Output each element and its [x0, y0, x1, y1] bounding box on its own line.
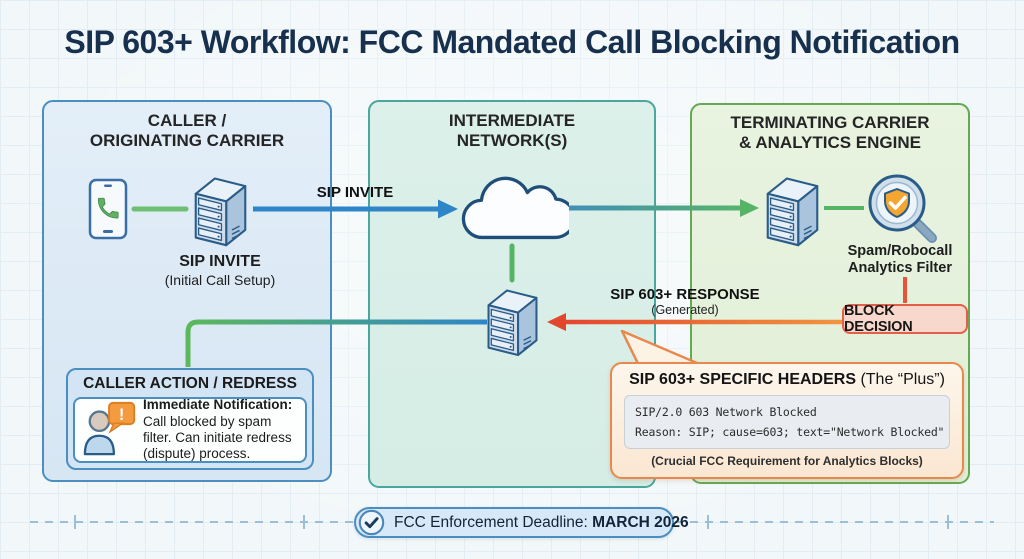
- panel-intermediate-header: INTERMEDIATE NETWORK(S): [448, 111, 576, 151]
- check-circle-icon: [358, 509, 385, 536]
- person-alert-icon: !: [79, 399, 143, 462]
- sip-603-response-label: SIP 603+ RESPONSE (Generated): [610, 286, 760, 317]
- callout-caption: (Crucial FCC Requirement for Analytics B…: [651, 454, 923, 469]
- cloud-icon: [453, 174, 577, 249]
- redress-text: Immediate Notification: Call blocked by …: [143, 397, 293, 462]
- deadline-text: FCC Enforcement Deadline: MARCH 2026: [394, 513, 689, 531]
- server-icon: [483, 281, 542, 364]
- deadline-badge: FCC Enforcement Deadline: MARCH 2026: [354, 507, 689, 538]
- callout-title: SIP 603+ SPECIFIC HEADERS (The “Plus”): [629, 371, 945, 388]
- analytics-filter-label: Spam/Robocall Analytics Filter: [847, 243, 953, 277]
- sip-invite-arrow-label: SIP INVITE: [316, 184, 394, 201]
- page-title: SIP 603+ Workflow: FCC Mandated Call Blo…: [64, 24, 960, 60]
- panel-terminating-header: TERMINATING CARRIER & ANALYTICS ENGINE: [730, 113, 930, 153]
- redress-header: CALLER ACTION / REDRESS: [83, 375, 297, 392]
- magnifier-shield-icon: [862, 168, 942, 253]
- server-icon: [762, 169, 823, 254]
- block-decision-box: BLOCK DECISION: [842, 303, 968, 335]
- server-icon: [190, 169, 251, 254]
- sip-603-headers-callout: SIP 603+ SPECIFIC HEADERS (The “Plus”) S…: [610, 362, 964, 479]
- redress-body: ! Immediate Notification: Call blocked b…: [73, 397, 307, 463]
- svg-text:!: !: [119, 405, 124, 423]
- caller-server-label: SIP INVITE (Initial Call Setup): [164, 253, 276, 288]
- panel-caller-header: CALLER / ORIGINATING CARRIER: [89, 111, 285, 151]
- code-line: Reason: SIP; cause=603; text="Network Bl…: [635, 425, 945, 440]
- sip-code-snippet: SIP/2.0 603 Network Blocked Reason: SIP;…: [624, 395, 950, 450]
- phone-icon: [88, 178, 128, 245]
- caller-action-redress-box: CALLER ACTION / REDRESS ! Immediate Noti…: [66, 368, 314, 470]
- code-line: SIP/2.0 603 Network Blocked: [635, 405, 817, 419]
